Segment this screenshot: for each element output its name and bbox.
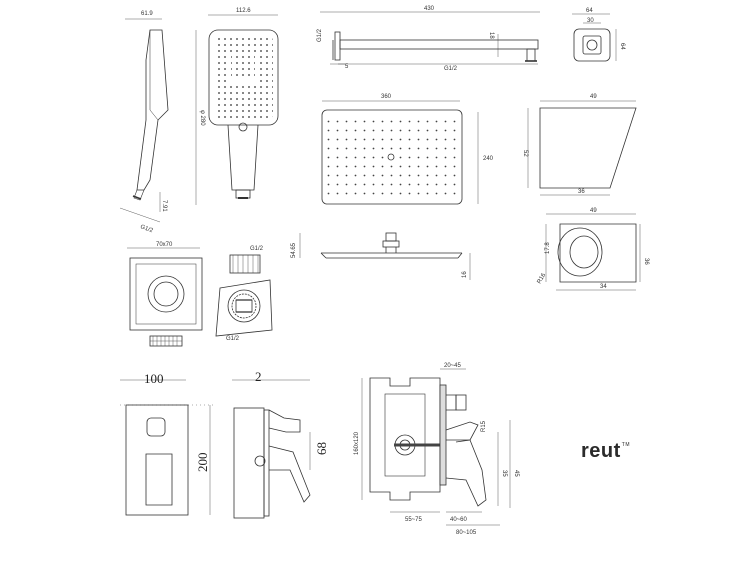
dim-valve-c: 40~60 (450, 517, 468, 523)
dim-mixer-width: 100 (144, 371, 164, 386)
rain-head-top-view (321, 100, 479, 205)
dim-rain-width: 360 (381, 94, 392, 100)
dim-holder-base: 36 (578, 189, 585, 195)
dim-holder-top-base: 34 (600, 284, 607, 290)
shower-arm (320, 11, 540, 65)
dim-valve-e: 160x120 (354, 431, 360, 455)
dim-holder-radius: R16 (537, 272, 548, 285)
dim-rain-thickness: 16 (462, 271, 468, 278)
dim-hand-head-width: 112.6 (236, 8, 251, 14)
wall-plate-outlet (127, 247, 203, 347)
hand-shower-front-view (195, 14, 279, 205)
dim-hand-width: 61.9 (141, 11, 153, 17)
dim-outlet-inner: 30 (587, 18, 594, 24)
hand-shower-side-view (119, 18, 169, 223)
holder-side-view (527, 100, 637, 196)
dim-valve-h: 45 (513, 470, 519, 477)
dim-holder-top-width: 49 (590, 208, 597, 214)
dim-outlet-height: 64 (619, 43, 625, 50)
mixer-front-plate (120, 379, 215, 516)
mixer-side-view (232, 379, 311, 519)
dim-valve-d: 80~105 (456, 530, 477, 536)
dim-hand-length: φ 280 (199, 110, 205, 126)
dim-hand-thread-len: 7.91 (161, 200, 167, 212)
dim-outlet-width: 64 (586, 8, 593, 14)
dim-arm-thread-left: G1/2 (317, 28, 323, 42)
dim-hand-thread: G1/2 (139, 224, 154, 234)
dim-holder-ring: 17.8 (545, 242, 551, 254)
dim-arm-small: 18 (488, 32, 494, 39)
dim-holder-top-height: 36 (643, 258, 649, 265)
dim-holder-width: 49 (590, 94, 597, 100)
dim-rain-side: 54.65 (291, 242, 297, 258)
dim-mixer-height: 200 (195, 453, 210, 473)
dim-valve-g: 35 (501, 470, 507, 477)
dim-valve-a: 20~45 (444, 363, 462, 369)
concealed-valve-box (361, 368, 511, 526)
dim-mixer-thickness: 2 (255, 369, 262, 384)
dim-valve-f: R15 (481, 420, 487, 432)
dim-plate-top: 70x70 (156, 242, 173, 248)
dim-rain-depth: 240 (483, 156, 494, 162)
brand-trademark: TM (621, 442, 631, 448)
dim-elbow-thread-a: G1/2 (250, 246, 264, 252)
rain-head-side-view (299, 232, 471, 280)
wall-elbow-3d (215, 254, 273, 337)
brand-name: reut (581, 440, 621, 462)
dim-elbow-thread-b: G1/2 (226, 336, 240, 342)
dim-valve-b: 55~75 (405, 517, 423, 523)
dim-arm-length: 430 (424, 6, 435, 12)
brand-logo: reutTM (581, 440, 630, 463)
dim-arm-thread-right: G1/2 (444, 66, 458, 72)
dim-arm-gap: 5 (345, 64, 349, 70)
dim-mixer-lever: 68 (314, 442, 329, 455)
holder-top-view (545, 213, 641, 291)
dim-holder-height: 52 (522, 150, 528, 157)
wall-outlet-front (572, 13, 617, 62)
